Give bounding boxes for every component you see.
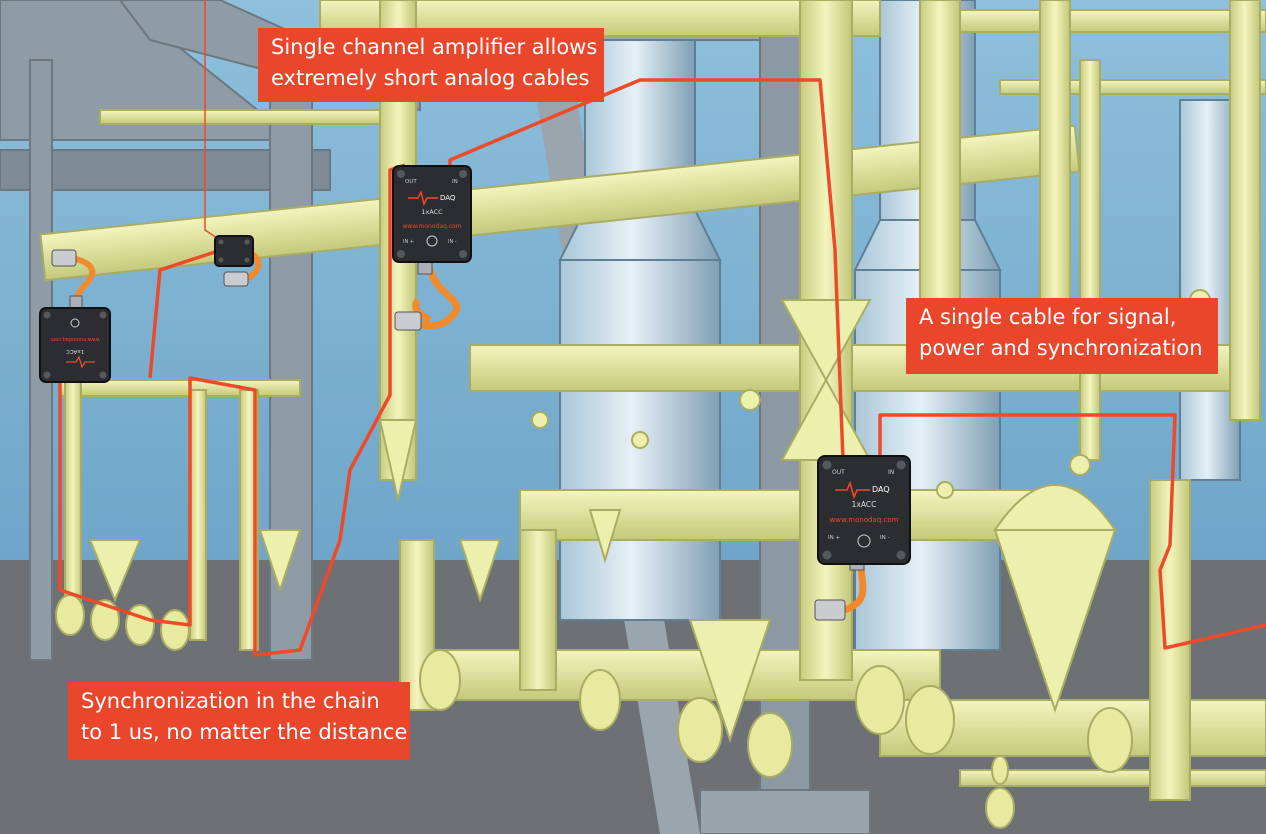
port-in-label: IN: [452, 179, 458, 185]
device-model: 1xACC: [421, 208, 443, 216]
callout-line: to 1 us, no matter the distance: [81, 720, 408, 744]
callout-line: Synchronization in the chain: [81, 689, 380, 713]
in-minus-label: IN -: [448, 239, 457, 245]
amplifier-device-3: 1xACC www.monodaq.com: [39, 249, 111, 383]
amplifier-device-1: OUT IN DAQ 1xACC www.monodaq.com IN + IN…: [392, 165, 472, 331]
waveform-logo-icon: [835, 480, 870, 500]
device-model: 1xACC: [66, 348, 84, 354]
port-out-label: OUT: [832, 469, 845, 476]
accelerometer-1: [394, 311, 422, 331]
accelerometer-3: [51, 249, 77, 267]
callout-short-analog-cables: Single channel amplifier allows extremel…: [258, 28, 604, 102]
floor-flanges: [55, 594, 1133, 829]
device-url: www.monodaq.com: [50, 336, 99, 342]
brand-label: DAQ: [872, 485, 890, 494]
waveform-logo-icon: [408, 189, 438, 207]
in-plus-label: IN +: [403, 239, 414, 245]
valve-details: [531, 289, 1211, 499]
callout-line: power and synchronization: [919, 336, 1203, 360]
cone-fittings: [88, 299, 1117, 744]
signal-cables: [58, 78, 1266, 657]
sensor-cable-1: [412, 297, 432, 324]
sensor-symbol-icon: [70, 318, 80, 328]
sensor-symbol-icon: [857, 534, 871, 548]
callout-single-cable: A single cable for signal, power and syn…: [906, 298, 1218, 374]
waveform-logo-icon: [66, 355, 95, 369]
device-model: 1xACC: [852, 500, 877, 509]
leader-lines: [204, 0, 221, 241]
callout-line: A single cable for signal,: [919, 305, 1177, 329]
amplifier-device-2: OUT IN DAQ 1xACC www.monodaq.com IN + IN…: [814, 455, 911, 621]
callout-line: extremely short analog cables: [271, 66, 590, 90]
port-out-label: OUT: [405, 179, 417, 185]
device-url: www.monodaq.com: [830, 516, 899, 524]
amplifier-device-4: [214, 235, 262, 287]
port-in-label: IN: [888, 469, 894, 476]
callout-line: Single channel amplifier allows: [271, 35, 598, 59]
brand-label: DAQ: [440, 194, 456, 202]
device-url: www.monodaq.com: [402, 223, 461, 230]
in-minus-label: IN -: [880, 535, 889, 541]
accelerometer-2: [814, 599, 846, 621]
sensor-cable-1b: [408, 268, 461, 330]
accelerometer-4: [223, 271, 249, 287]
in-plus-label: IN +: [828, 535, 840, 541]
sensor-symbol-icon: [426, 235, 438, 247]
callout-synchronization: Synchronization in the chain to 1 us, no…: [68, 682, 410, 760]
